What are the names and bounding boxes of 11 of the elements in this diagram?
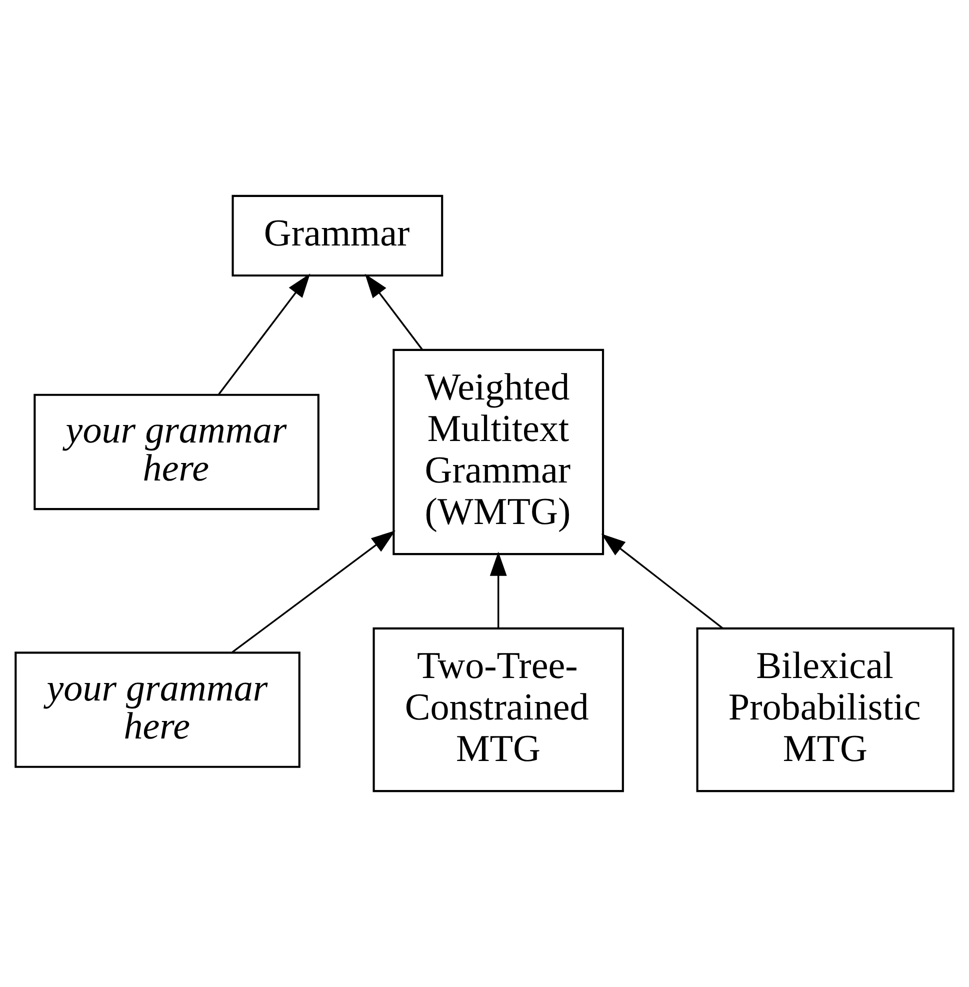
arrow: [218, 273, 310, 395]
arrow: [490, 552, 507, 628]
arrow: [364, 274, 423, 350]
node-box: your grammar here: [34, 394, 320, 510]
node-box: your grammar here: [14, 652, 300, 768]
node-box: Two-Tree-Constrained MTG: [372, 627, 624, 792]
node-box: Bilexical Probabilistic MTG: [696, 627, 954, 792]
arrow: [601, 534, 724, 629]
arrow: [232, 530, 396, 653]
node-box: Weighted Multitext Grammar (WMTG): [392, 348, 604, 556]
node-box: Grammar: [232, 194, 444, 277]
